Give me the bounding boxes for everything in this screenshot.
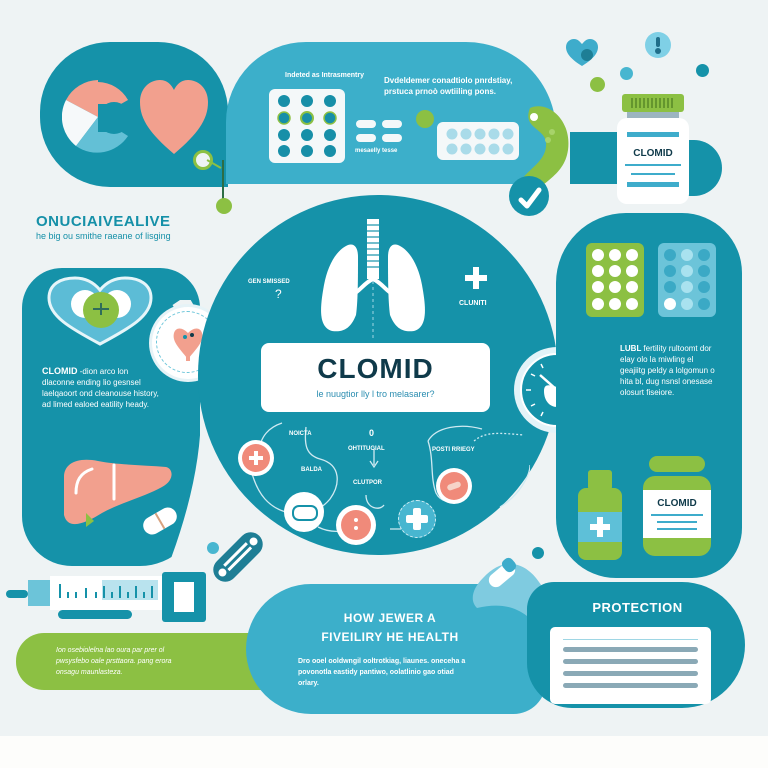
section-subtitle: he big ou smithe raeane of lisging: [36, 231, 171, 241]
flow-label-a: NOICTA: [289, 431, 312, 437]
flow-label-d: CLUTPOR: [353, 480, 382, 486]
connector-line: [222, 160, 224, 206]
top-panel-label: Indeted as Intrasmentry: [285, 72, 364, 79]
bottle-label: CLOMID: [633, 148, 673, 159]
teal-dot: [532, 547, 544, 559]
bottom-center-title: HOW JEWER A FIVEILIRY HE HEALTH: [270, 609, 510, 647]
capsule-icon: [356, 120, 376, 128]
medicine-bottle-top: CLOMID: [617, 94, 689, 204]
capsule-icon: [382, 134, 402, 142]
flow-label-e: POSTI RRIEGY: [432, 447, 475, 453]
liver-icon: [58, 455, 174, 531]
flow-marker: 0: [369, 428, 375, 438]
check-icon: [518, 187, 542, 209]
question-mark: ?: [275, 287, 282, 301]
left-panel-body: -dion arco lon dlaconne ending lio gesns…: [42, 367, 159, 409]
connector-node-small: [193, 150, 213, 170]
capsule-icon: [382, 120, 402, 128]
info-badge-icon: [645, 32, 671, 58]
green-dot: [416, 110, 434, 128]
small-heart-icon: [565, 38, 599, 68]
flow-node-alert[interactable]: [336, 505, 376, 545]
bottom-center-title-line1: HOW JEWER A: [343, 611, 437, 625]
jar-label: CLOMID: [657, 498, 697, 509]
top-panel-description: Dvdeldemer conadtiolo pnrdstiay, prstuca…: [384, 76, 513, 96]
green-banner-text: Ion osebiolelna lao oura par prer ol pws…: [56, 647, 172, 676]
clomid-jar: CLOMID: [643, 456, 711, 556]
flow-node-pill[interactable]: [436, 468, 472, 504]
pill-caption: mesaelly tesse: [355, 148, 398, 154]
heart-icon: [138, 78, 210, 156]
flow-node-medical[interactable]: [398, 500, 436, 538]
pill-blister-grid: [269, 89, 345, 163]
connector-node-large: [216, 198, 232, 214]
check-badge[interactable]: [509, 176, 549, 216]
left-panel-text: CLOMID -dion arco lon dlaconne ending li…: [42, 366, 162, 410]
protection-title: PROTECTION: [592, 600, 683, 615]
flow-node-plus[interactable]: [238, 440, 274, 476]
capsule-icon: [356, 134, 376, 142]
lungs-icon: [298, 215, 448, 340]
teal-dot: [620, 67, 633, 80]
right-panel-text: LUBL fertility rultoomt dor elay olo la …: [620, 343, 720, 398]
bottom-center-title-line2: FIVEILIRY HE HEALTH: [321, 630, 459, 644]
flow-label-c: OHTITUGIAL: [348, 446, 385, 452]
right-panel-body: fertility rultoomt dor elay olo la miwli…: [620, 344, 715, 397]
pie-chart-icon: [62, 78, 132, 156]
green-dot: [590, 77, 605, 92]
right-panel-lead: LUBL: [620, 344, 642, 353]
pill-blister-strip: [437, 122, 519, 160]
flow-label-b: BALDA: [301, 467, 322, 473]
infographic-canvas: Indeted as Intrasmentry Dvdeldemer conad…: [0, 0, 768, 736]
green-info-banner: [16, 633, 276, 690]
teal-dot: [696, 64, 709, 77]
heart-shield-icon: [45, 276, 155, 346]
center-subtitle: le nuugtior lly l tro melasarer?: [316, 389, 435, 399]
plus-icon: [465, 267, 487, 289]
teal-dot: [207, 542, 219, 554]
center-label-top-left: GEN SMISSED: [248, 279, 290, 285]
left-panel-lead: CLOMID: [42, 366, 78, 376]
center-title-card: CLOMID le nuugtior lly l tro melasarer?: [261, 343, 490, 412]
syringe-icon: [6, 572, 206, 624]
bottom-center-body: Dro ooel ooldwngil ooltrotkiag, liaunes.…: [298, 658, 466, 687]
protection-document: [550, 627, 711, 704]
center-label-top-right: CLUNITI: [459, 300, 487, 307]
flow-node-capsule[interactable]: [284, 492, 324, 532]
green-pill-blister: [586, 243, 644, 317]
small-medicine-bottle: [578, 470, 622, 560]
blue-pill-blister: [658, 243, 716, 317]
section-title: ONUCIAIVEALIVE: [36, 213, 171, 230]
center-title: CLOMID: [317, 353, 434, 384]
bottom-center-panel: [246, 584, 546, 714]
